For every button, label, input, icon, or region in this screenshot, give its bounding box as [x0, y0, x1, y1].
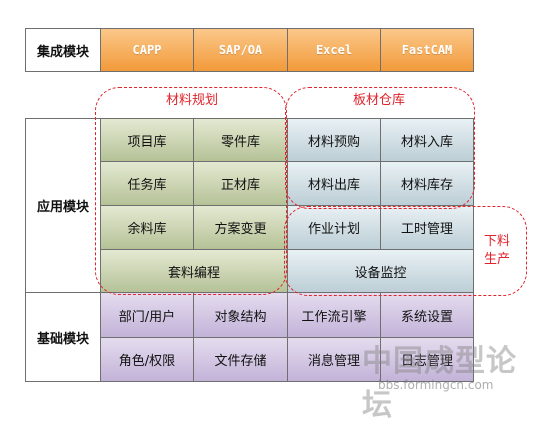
sap-oa-box: SAP/OA: [193, 28, 288, 72]
capp-box: CAPP: [100, 28, 194, 72]
work-hour-management-box: 工时管理: [380, 205, 474, 250]
object-structure-box: 对象结构: [193, 292, 288, 338]
workflow-engine-box: 工作流引擎: [287, 292, 381, 338]
blanking-production-title-line2: 生产: [483, 252, 510, 267]
material-planning-title: 材料规划: [162, 93, 223, 109]
remnant-library-box: 余料库: [100, 205, 194, 250]
plate-warehouse-outline: [285, 87, 475, 209]
fastcam-box: FastCAM: [380, 28, 474, 72]
equipment-monitoring-box: 设备监控: [287, 249, 474, 293]
blanking-production-title-line1: 下料: [483, 234, 510, 249]
nesting-programming-box: 套料编程: [100, 249, 288, 293]
task-library-box: 任务库: [100, 161, 194, 206]
production-outline: [284, 206, 527, 296]
blanking-production-title: 下料 生产: [482, 233, 512, 269]
role-permission-box: 角色/权限: [100, 337, 194, 382]
plan-change-box: 方案变更: [193, 205, 288, 250]
file-storage-box: 文件存储: [193, 337, 288, 382]
department-user-box: 部门/用户: [100, 292, 194, 338]
material-planning-outline: [95, 87, 287, 295]
integration-module-label: 集成模块: [25, 28, 101, 72]
system-settings-box: 系统设置: [380, 292, 474, 338]
excel-box: Excel: [287, 28, 381, 72]
project-library-box: 项目库: [100, 118, 194, 162]
material-inbound-box: 材料入库: [380, 118, 474, 162]
base-module-label: 基础模块: [25, 292, 101, 382]
application-module-label: 应用模块: [25, 118, 101, 293]
forum-watermark-url: bbs.formingcn.com: [378, 378, 494, 392]
plate-warehouse-title: 板材仓库: [349, 93, 410, 109]
log-management-box: 日志管理: [380, 337, 474, 382]
material-prepurchase-box: 材料预购: [287, 118, 381, 162]
